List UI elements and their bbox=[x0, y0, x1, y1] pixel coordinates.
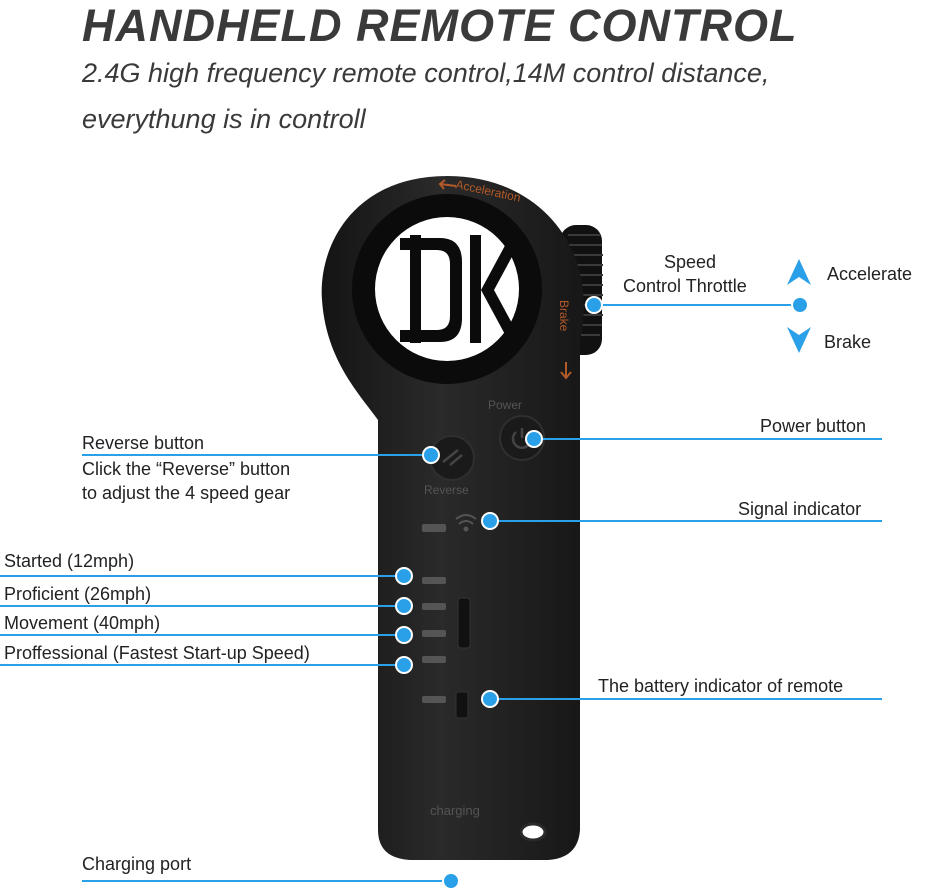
speed-level-3-label: Movement (40mph) bbox=[4, 613, 161, 633]
speed-level-4-dot bbox=[397, 658, 411, 672]
charging-port-dot bbox=[444, 874, 458, 888]
arrow-down-icon bbox=[787, 327, 811, 353]
speed-level-1-leader bbox=[0, 575, 404, 577]
speed-level-2-dot bbox=[397, 599, 411, 613]
arrow-up-icon bbox=[787, 259, 811, 285]
speed-led-1 bbox=[422, 577, 446, 584]
speed-gauge-icon bbox=[457, 597, 471, 649]
speed-level-4-leader bbox=[0, 664, 404, 666]
speed-level-2-leader bbox=[0, 605, 404, 607]
subtitle-line-1: 2.4G high frequency remote control,14M c… bbox=[82, 58, 770, 88]
accelerate-label: Accelerate bbox=[827, 264, 913, 284]
reverse-label: Reverse bbox=[424, 483, 469, 497]
signal-led bbox=[422, 524, 446, 532]
battery-icon bbox=[455, 691, 469, 719]
speed-led-3 bbox=[422, 630, 446, 637]
subtitle-line-2: everythung is in controll bbox=[82, 104, 366, 134]
charging-port-leader bbox=[82, 880, 452, 882]
power-button-dot bbox=[527, 432, 541, 446]
speed-led-2 bbox=[422, 603, 446, 610]
reverse-button-leader bbox=[82, 454, 434, 456]
charging-port-label: Charging port bbox=[82, 854, 192, 874]
speed-level-4-label: Proffessional (Fastest Start-up Speed) bbox=[4, 643, 310, 663]
speed-control-dot bbox=[587, 298, 601, 312]
reverse-button-dot bbox=[424, 448, 438, 462]
power-button-leader bbox=[534, 438, 882, 440]
speed-level-3-leader bbox=[0, 634, 404, 636]
wheel-label-side: Brake bbox=[557, 300, 571, 332]
speed-leds bbox=[422, 577, 446, 663]
speed-control-label-2: Control Throttle bbox=[623, 276, 747, 296]
battery-led bbox=[422, 696, 446, 703]
signal-indicator-label: Signal indicator bbox=[738, 499, 862, 519]
page-title: HANDHELD REMOTE CONTROL bbox=[82, 0, 798, 51]
speed-level-3-dot bbox=[397, 628, 411, 642]
battery-indicator-dot bbox=[483, 692, 497, 706]
dk-logo-mark bbox=[400, 235, 521, 343]
speed-level-1-label: Started (12mph) bbox=[4, 551, 135, 571]
reverse-desc-2: to adjust the 4 speed gear bbox=[82, 483, 291, 503]
signal-indicator-dot bbox=[483, 514, 497, 528]
speed-control-label-1: Speed bbox=[664, 252, 717, 272]
lanyard-hole bbox=[519, 822, 547, 842]
speed-level-1-dot bbox=[397, 569, 411, 583]
battery-indicator-leader bbox=[490, 698, 882, 700]
speed-control-leader bbox=[594, 304, 804, 306]
speed-led-4 bbox=[422, 656, 446, 663]
power-label: Power bbox=[488, 398, 522, 412]
reverse-desc-1: Click the “Reverse” button bbox=[82, 459, 291, 479]
brake-label: Brake bbox=[824, 332, 872, 352]
charging-label: charging bbox=[430, 803, 480, 818]
signal-indicator-leader bbox=[490, 520, 882, 522]
wifi-signal-icon bbox=[455, 514, 477, 532]
reverse-button-label: Reverse button bbox=[82, 433, 205, 453]
speed-control-dot-right bbox=[793, 298, 807, 312]
power-button-label: Power button bbox=[760, 416, 867, 436]
battery-indicator-label: The battery indicator of remote bbox=[598, 676, 844, 696]
speed-level-2-label: Proficient (26mph) bbox=[4, 584, 152, 604]
